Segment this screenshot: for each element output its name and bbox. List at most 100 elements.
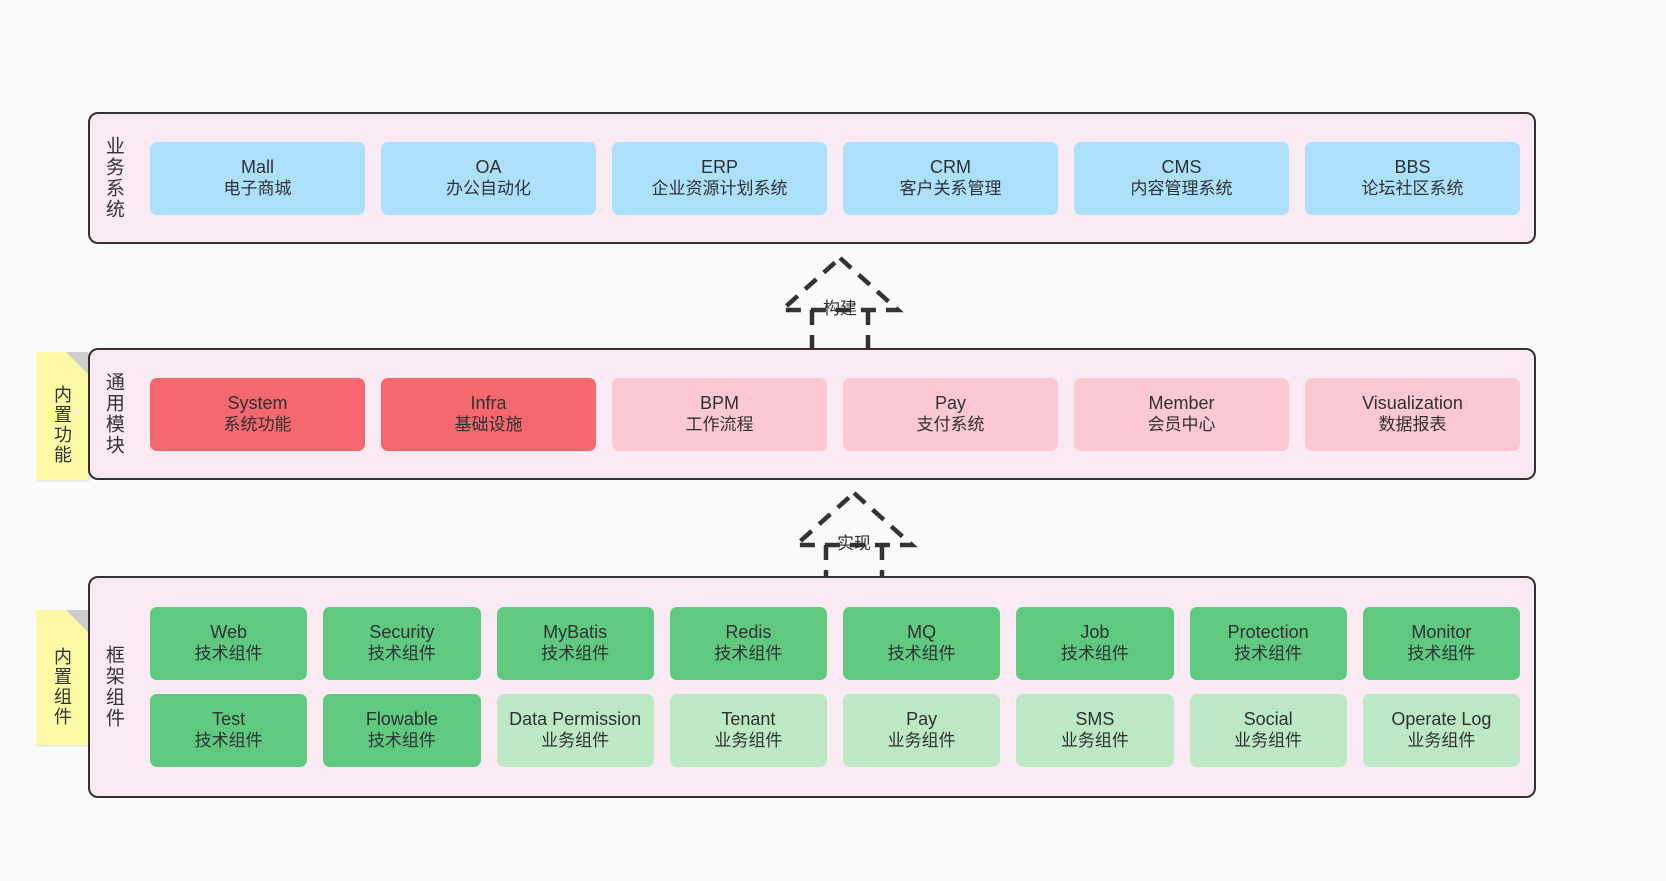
node-subtitle: 技术组件 <box>1234 644 1303 664</box>
node-visualization[interactable]: Visualization 数据报表 <box>1305 377 1520 451</box>
node-erp[interactable]: ERP 企业资源计划系统 <box>612 141 827 215</box>
node-data-permission[interactable]: Data Permission 业务组件 <box>496 694 654 767</box>
node-subtitle: 技术组件 <box>887 644 956 664</box>
node-job[interactable]: Job 技术组件 <box>1016 607 1174 680</box>
node-subtitle: 电子商城 <box>223 178 292 198</box>
layer-caption-common-module: 通用模块 <box>102 372 124 456</box>
node-row: System 系统功能 Infra 基础设施 BPM 工作流程 Pay 支付系统… <box>150 377 1520 451</box>
node-bbs[interactable]: BBS 论坛社区系统 <box>1305 141 1520 215</box>
node-title: Infra <box>470 392 507 413</box>
node-test[interactable]: Test 技术组件 <box>150 694 308 767</box>
node-row: Web 技术组件 Security 技术组件 MyBatis 技术组件 Redi… <box>150 607 1520 680</box>
arrow-implement: 实现 <box>774 487 934 589</box>
node-security[interactable]: Security 技术组件 <box>323 607 481 680</box>
node-operate-log[interactable]: Operate Log 业务组件 <box>1362 694 1520 767</box>
node-title: Web <box>210 622 247 643</box>
node-row: Test 技术组件 Flowable 技术组件 Data Permission … <box>150 694 1520 767</box>
node-redis[interactable]: Redis 技术组件 <box>669 607 827 680</box>
node-title: BBS <box>1394 156 1431 177</box>
node-monitor[interactable]: Monitor 技术组件 <box>1362 607 1520 680</box>
layer-body-business-system: Mall 电子商城 OA 办公自动化 ERP 企业资源计划系统 CRM 客户关系… <box>136 114 1534 242</box>
node-title: CMS <box>1161 156 1202 177</box>
node-subtitle: 业务组件 <box>541 731 610 751</box>
node-subtitle: 内容管理系统 <box>1130 178 1233 198</box>
node-mall[interactable]: Mall 电子商城 <box>150 141 365 215</box>
node-title: Social <box>1243 709 1293 730</box>
node-subtitle: 系统功能 <box>223 414 292 434</box>
node-sms[interactable]: SMS 业务组件 <box>1016 694 1174 767</box>
node-subtitle: 业务组件 <box>1234 731 1303 751</box>
layer-framework-component[interactable]: 框架组件 Web 技术组件 Security 技术组件 MyBatis 技术组件… <box>88 576 1536 798</box>
node-pay[interactable]: Pay 支付系统 <box>843 377 1058 451</box>
node-subtitle: 企业资源计划系统 <box>651 178 788 198</box>
node-title: Visualization <box>1362 392 1463 413</box>
node-row: Mall 电子商城 OA 办公自动化 ERP 企业资源计划系统 CRM 客户关系… <box>150 141 1520 215</box>
node-subtitle: 基础设施 <box>454 414 523 434</box>
node-oa[interactable]: OA 办公自动化 <box>381 141 596 215</box>
node-subtitle: 技术组件 <box>541 644 610 664</box>
node-title: MQ <box>907 622 937 643</box>
arrow-head-triangle <box>790 489 918 548</box>
node-flowable[interactable]: Flowable 技术组件 <box>323 694 481 767</box>
node-title: BPM <box>699 392 739 413</box>
node-web[interactable]: Web 技术组件 <box>150 607 308 680</box>
arrow-build: 构建 <box>760 252 920 354</box>
node-subtitle: 技术组件 <box>194 731 263 751</box>
node-infra[interactable]: Infra 基础设施 <box>381 377 596 451</box>
arrow-head-triangle <box>776 254 904 313</box>
page-fold-icon <box>66 352 88 374</box>
node-tenant[interactable]: Tenant 业务组件 <box>669 694 827 767</box>
node-subtitle: 会员中心 <box>1147 414 1216 434</box>
node-subtitle: 技术组件 <box>714 644 783 664</box>
node-subtitle: 技术组件 <box>1060 644 1129 664</box>
node-title: Job <box>1080 622 1110 643</box>
node-subtitle: 工作流程 <box>685 414 754 434</box>
node-title: System <box>227 392 288 413</box>
node-title: MyBatis <box>543 622 608 643</box>
node-title: ERP <box>700 156 738 177</box>
layer-common-module[interactable]: 通用模块 System 系统功能 Infra 基础设施 BPM 工作流程 Pay… <box>88 348 1536 480</box>
node-title: Monitor <box>1411 622 1472 643</box>
node-subtitle: 技术组件 <box>194 644 263 664</box>
node-bpm[interactable]: BPM 工作流程 <box>612 377 827 451</box>
sticky-note-text: 内置功能 <box>52 385 72 465</box>
node-mybatis[interactable]: MyBatis 技术组件 <box>496 607 654 680</box>
node-crm[interactable]: CRM 客户关系管理 <box>843 141 1058 215</box>
sticky-note-text: 内置组件 <box>52 646 72 727</box>
sticky-note-builtin-feature[interactable]: 内置功能 <box>36 352 88 480</box>
node-subtitle: 办公自动化 <box>446 178 531 198</box>
node-title: Flowable <box>365 709 438 730</box>
layer-caption-business-system: 业务系统 <box>102 136 124 220</box>
node-title: Tenant <box>721 709 776 730</box>
layer-business-system[interactable]: 业务系统 Mall 电子商城 OA 办公自动化 ERP 企业资源计划系统 CRM… <box>88 112 1536 244</box>
node-social[interactable]: Social 业务组件 <box>1189 694 1347 767</box>
node-subtitle: 论坛社区系统 <box>1361 178 1464 198</box>
node-system[interactable]: System 系统功能 <box>150 377 365 451</box>
node-title: Pay <box>906 709 938 730</box>
node-subtitle: 数据报表 <box>1378 414 1447 434</box>
node-mq[interactable]: MQ 技术组件 <box>843 607 1001 680</box>
node-protection[interactable]: Protection 技术组件 <box>1189 607 1347 680</box>
arrow-stem <box>809 310 871 354</box>
node-title: Test <box>212 709 246 730</box>
node-title: Protection <box>1227 622 1309 643</box>
node-title: Member <box>1148 392 1215 413</box>
node-subtitle: 技术组件 <box>367 644 436 664</box>
sticky-note-builtin-component[interactable]: 内置组件 <box>36 610 88 745</box>
node-member[interactable]: Member 会员中心 <box>1074 377 1289 451</box>
layer-caption-framework-component: 框架组件 <box>102 645 124 729</box>
node-title: Operate Log <box>1391 709 1492 730</box>
node-subtitle: 业务组件 <box>887 731 956 751</box>
node-cms[interactable]: CMS 内容管理系统 <box>1074 141 1289 215</box>
node-title: Pay <box>934 392 967 413</box>
node-subtitle: 业务组件 <box>1407 731 1476 751</box>
node-subtitle: 技术组件 <box>367 731 436 751</box>
node-subtitle: 客户关系管理 <box>899 178 1002 198</box>
layer-body-common-module: System 系统功能 Infra 基础设施 BPM 工作流程 Pay 支付系统… <box>136 350 1534 478</box>
node-title: CRM <box>930 156 971 177</box>
node-subtitle: 业务组件 <box>714 731 783 751</box>
node-title: Data Permission <box>509 709 642 730</box>
node-subtitle: 业务组件 <box>1060 731 1129 751</box>
node-pay-business[interactable]: Pay 业务组件 <box>843 694 1001 767</box>
